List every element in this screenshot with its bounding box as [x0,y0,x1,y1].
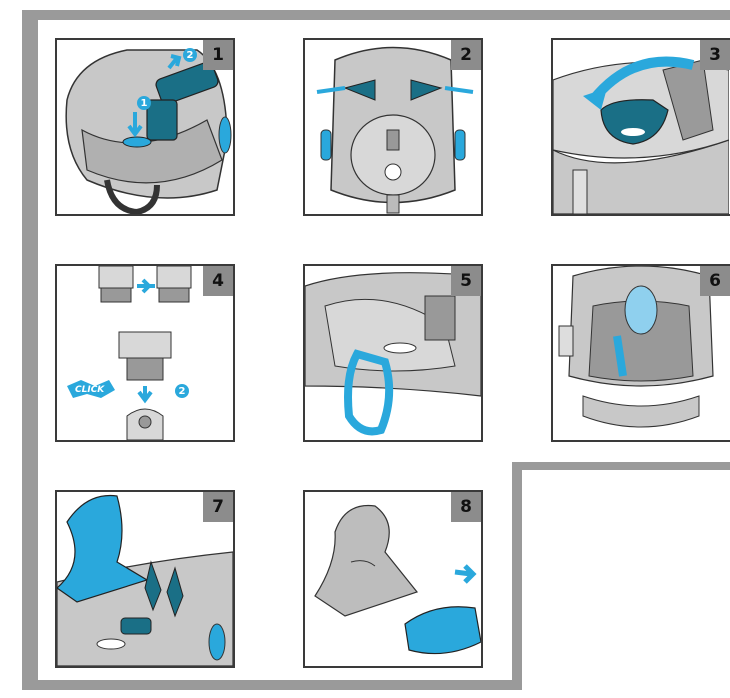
click-label: CLICK [75,385,104,395]
step-number-badge: 1 [203,40,233,70]
step-panel-1: 1 1 2 [55,38,235,216]
step-panel-2: 2 [303,38,483,216]
step-panel-4: 4 CLICK 2 [55,264,235,442]
step-panel-6: 6 [551,264,730,442]
step-number-badge: 7 [203,492,233,522]
step-panel-8: 8 [303,490,483,668]
step-number-badge: 3 [700,40,730,70]
step-number-badge: 5 [451,266,481,296]
step-number-badge: 8 [451,492,481,522]
sub-step-2-marker: 2 [175,384,189,398]
step-panel-3: 3 [551,38,730,216]
step-number-badge: 6 [700,266,730,296]
step-panel-5: 5 [303,264,483,442]
step-panel-7: 7 [55,490,235,668]
step-number-badge: 4 [203,266,233,296]
sub-step-2-marker: 2 [183,48,197,62]
sub-step-1-marker: 1 [137,96,151,110]
step-number-badge: 2 [451,40,481,70]
